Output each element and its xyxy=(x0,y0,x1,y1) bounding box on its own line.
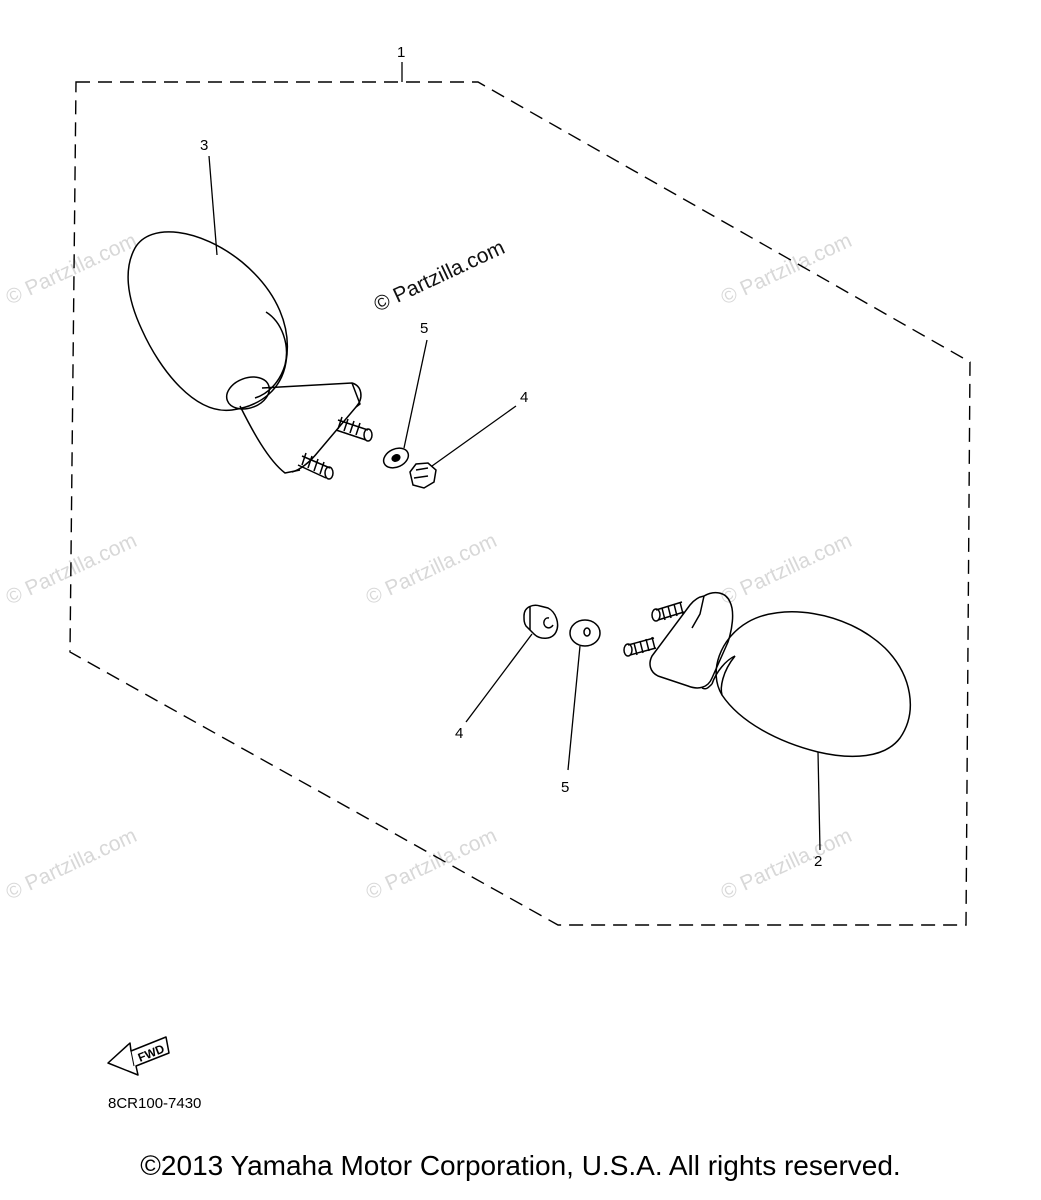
fwd-label: FWD xyxy=(136,1041,167,1064)
leader-line xyxy=(208,155,218,256)
watermark: © Partzilla.com xyxy=(717,824,855,905)
watermark-layer: © Partzilla.com © Partzilla.com © Partzi… xyxy=(2,229,855,905)
copyright-notice: ©2013 Yamaha Motor Corporation, U.S.A. A… xyxy=(140,1150,901,1181)
mirror-right xyxy=(623,591,912,758)
leader-line xyxy=(817,751,821,851)
assembly-boundary xyxy=(69,81,971,926)
callout-4-left: 4 xyxy=(520,389,528,406)
mirror-left xyxy=(127,231,373,480)
leader-line xyxy=(567,645,581,771)
nut-left xyxy=(409,462,437,489)
watermark: © Partzilla.com xyxy=(362,824,500,905)
watermark-main: © Partzilla.com xyxy=(370,236,508,317)
watermark: © Partzilla.com xyxy=(717,529,855,610)
leader-line xyxy=(465,633,533,723)
leader-line xyxy=(431,405,517,467)
watermark: © Partzilla.com xyxy=(362,529,500,610)
fwd-arrow-icon: FWD xyxy=(107,1036,170,1076)
washer-left xyxy=(382,447,410,469)
leader-line xyxy=(403,339,428,449)
watermark: © Partzilla.com xyxy=(717,229,855,310)
callout-1: 1 xyxy=(397,44,405,61)
diagram-code: 8CR100-7430 xyxy=(108,1095,202,1112)
callout-2: 2 xyxy=(814,853,822,870)
callout-4-right: 4 xyxy=(455,725,463,742)
callout-5-right: 5 xyxy=(561,779,569,796)
nut-right xyxy=(523,604,559,639)
callout-3: 3 xyxy=(200,137,208,154)
washer-right xyxy=(569,619,601,647)
watermark: © Partzilla.com xyxy=(2,229,140,310)
watermark: © Partzilla.com xyxy=(2,824,140,905)
callout-5-left: 5 xyxy=(420,320,428,337)
